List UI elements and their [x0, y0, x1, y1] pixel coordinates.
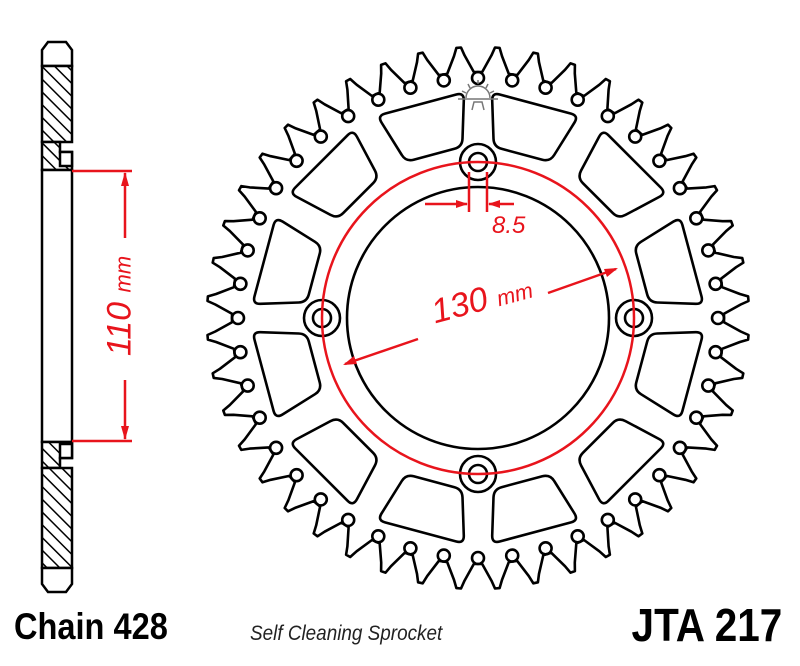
hub-bore: [345, 185, 611, 451]
lightening-window: [291, 131, 378, 218]
sun-logo-icon: [458, 80, 498, 111]
tooth-root-hole: [710, 310, 726, 326]
tooth-outline: [206, 46, 750, 590]
tooth-root-hole: [313, 492, 329, 507]
lightening-window: [490, 474, 578, 544]
tooth-root-hole: [627, 492, 643, 507]
lightening-window: [378, 92, 466, 162]
tooth-root-hole: [470, 550, 486, 566]
tooth-root-hole: [289, 467, 304, 483]
tooth-root-hole: [230, 310, 246, 326]
lightening-window: [578, 131, 665, 218]
lightening-window: [252, 330, 322, 418]
subtitle-label: Self Cleaning Sprocket: [250, 622, 443, 645]
lightening-window: [252, 218, 322, 306]
model-number-label: JTA 217: [631, 599, 782, 651]
tooth-root-hole: [313, 129, 329, 144]
hub-dimension: [72, 169, 132, 443]
tooth-root-hole: [289, 153, 304, 169]
side-profile: [40, 40, 74, 594]
tooth-root-hole: [652, 467, 667, 483]
chain-size-label: Chain 428: [14, 606, 168, 647]
hub-diameter-unit: mm: [110, 255, 136, 293]
hub-diameter-value: 110: [100, 301, 139, 357]
pcd-dimension: [320, 160, 636, 476]
bolt-hole-label: 8.5: [492, 212, 526, 239]
hub-diameter-label: 110 mm: [101, 256, 140, 356]
lightening-window: [578, 418, 665, 505]
tooth-root-hole: [627, 129, 643, 144]
tooth-root-hole: [652, 153, 667, 169]
lightening-window: [378, 474, 466, 544]
lightening-window: [634, 330, 704, 418]
lightening-window: [634, 218, 704, 306]
lightening-window: [490, 92, 578, 162]
lightening-window: [291, 418, 378, 505]
pcd-unit: mm: [493, 277, 536, 312]
